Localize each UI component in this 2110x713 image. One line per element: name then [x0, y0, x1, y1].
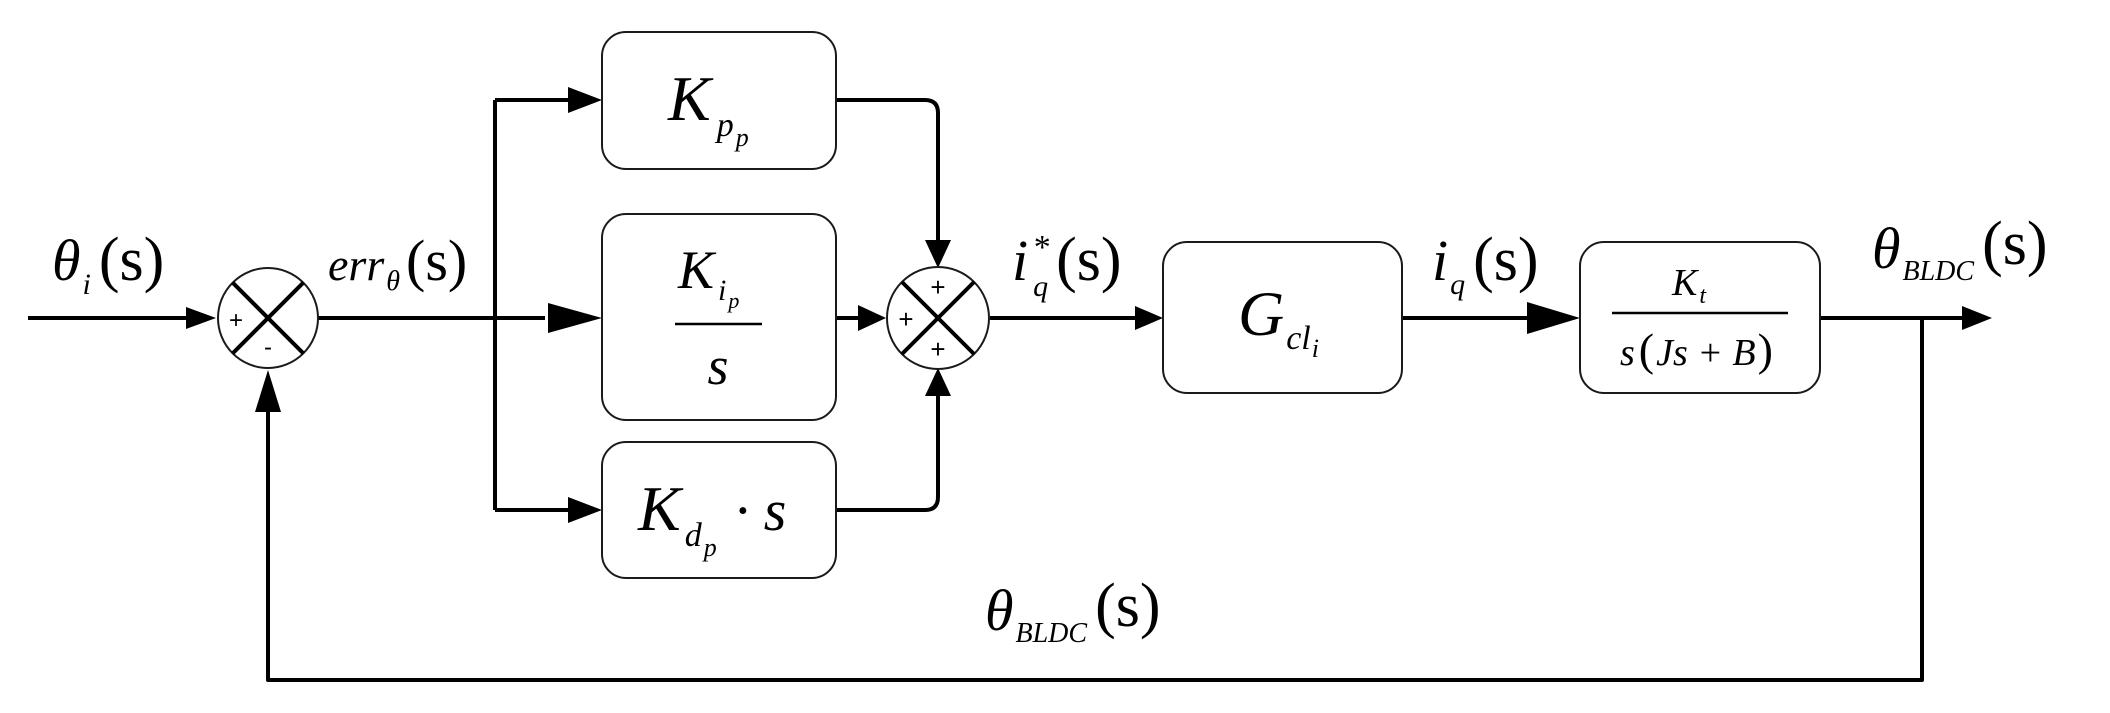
error-sum-minus-sign: -	[264, 334, 272, 361]
plant-den-s: s	[1620, 332, 1635, 374]
kd-sub-subscript: p	[702, 533, 717, 562]
feedback-signal-label: θBLDC(s)	[985, 572, 1161, 649]
iq-signal-label: iq(s)	[1432, 226, 1539, 301]
ki-to-sum-arrowhead	[858, 305, 886, 331]
kp-to-sum-arrowhead	[925, 240, 951, 268]
error-summing-junction: + -	[217, 267, 319, 369]
kd-to-sum-arrowhead	[925, 368, 951, 396]
pid-sum-top-plus-sign: +	[930, 272, 945, 302]
output-arrowhead	[1962, 306, 1992, 330]
pid-summing-junction: + + +	[886, 266, 990, 370]
pid-sum-bottom-plus-sign: +	[930, 334, 945, 364]
error-signal-label: errθ(s)	[328, 228, 467, 297]
ki-input-arrowhead	[548, 303, 602, 333]
plant-input-arrowhead	[1527, 302, 1580, 334]
pid-sum-left-plus-sign: +	[898, 304, 913, 334]
kp-symbol: K	[667, 63, 714, 134]
error-sum-plus-sign: +	[229, 307, 243, 334]
plant-den-open-paren: (	[1639, 324, 1654, 375]
gcl-input-arrowhead	[1135, 306, 1163, 330]
kd-output-wire	[836, 392, 940, 512]
signal-wires	[28, 98, 1965, 682]
ki-denominator: s	[707, 336, 728, 396]
kp-subscript: p	[715, 107, 734, 144]
kp-sub-subscript: p	[734, 123, 749, 152]
ki-symbol: K	[677, 240, 717, 300]
svg-text:s(Js + B): s(Js + B)	[1620, 324, 1773, 375]
feedback-arrowhead	[255, 370, 281, 412]
plant-numerator-symbol: K	[1671, 262, 1699, 304]
plant-block: Kt s(Js + B)	[1579, 241, 1821, 394]
output-signal-label: θBLDC(s)	[1872, 210, 2048, 287]
iq-reference-label: i*q(s)	[1012, 226, 1122, 303]
svg-text:Kdp· s: Kdp · s	[637, 473, 786, 562]
kp-input-arrowhead	[568, 87, 602, 113]
plant-den-close-paren: )	[1758, 324, 1773, 375]
gcl-symbol: G	[1238, 278, 1284, 349]
feedback-wire	[266, 318, 1924, 682]
kd-tail: · s	[735, 478, 787, 543]
kd-symbol: K	[637, 473, 684, 544]
kd-input-arrowhead	[568, 497, 602, 523]
svg-text:Kt: Kt	[1671, 262, 1707, 309]
ki-sub-subscript: p	[726, 288, 739, 313]
arrowheads	[186, 87, 1992, 523]
svg-text:Kip: Kip	[677, 240, 739, 313]
svg-text:Gcli: Gcli	[1238, 278, 1319, 363]
gcl-block: Gcli	[1162, 241, 1403, 394]
gcl-subscript: cl	[1286, 320, 1311, 357]
gcl-sub-subscript: i	[1312, 334, 1319, 363]
input-signal-label: θi(s)	[52, 226, 164, 301]
kp-output-wire	[836, 98, 940, 245]
input-arrowhead	[186, 307, 216, 329]
plant-numerator-subscript: t	[1699, 283, 1707, 309]
ki-subscript: i	[718, 274, 726, 307]
svg-text:Kpp: Kpp	[667, 63, 749, 152]
plant-den-expr: Js + B	[1656, 332, 1756, 374]
kd-subscript: d	[685, 517, 703, 554]
